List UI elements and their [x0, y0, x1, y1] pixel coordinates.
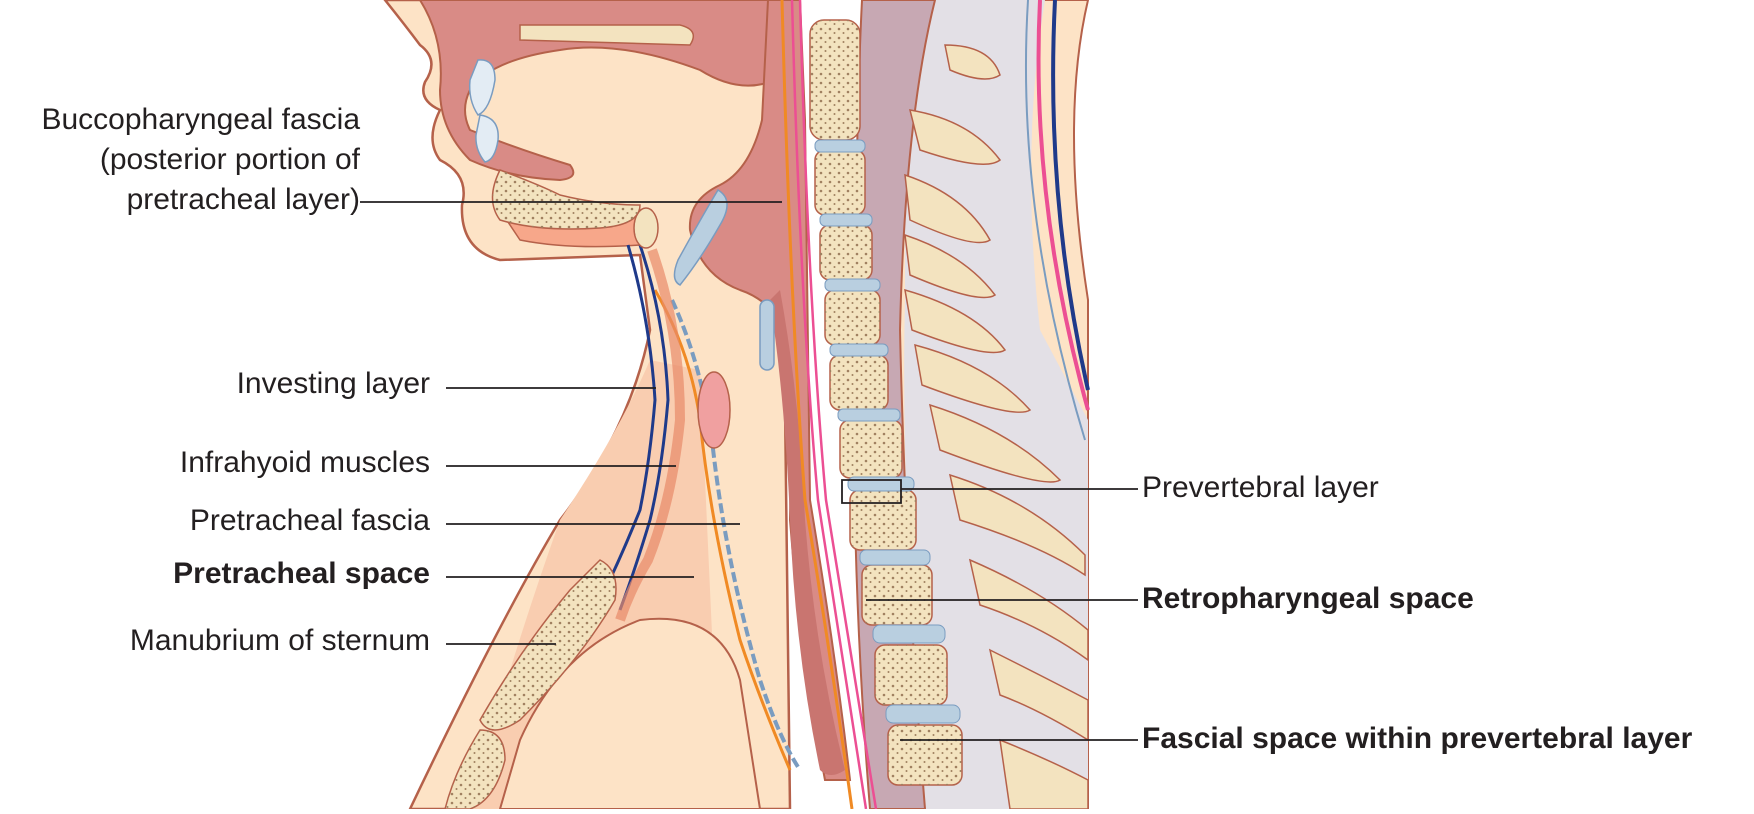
investing-layer-and-infrahyoid-muscles [598, 244, 686, 622]
label-pretracheal-fascia: Pretracheal fascia [189, 504, 430, 537]
cervical-vertebrae [809, 19, 963, 786]
spinous-processes [904, 44, 1089, 810]
label-retropharyngeal-space: Retropharyngeal space [1142, 582, 1474, 615]
label-pretracheal-space: Pretracheal space [173, 557, 430, 590]
label-fascial-space-within-prevertebral-layer: Fascial space within prevertebral layer [1142, 722, 1693, 755]
label-buccopharyngeal-line-2: (posterior portion of [99, 143, 360, 176]
hyoid-and-epiglottis [633, 188, 728, 286]
label-investing-layer: Investing layer [236, 367, 430, 400]
teeth [468, 59, 499, 163]
label-buccopharyngeal-fascia: Buccopharyngeal fascia (posterior portio… [0, 100, 360, 220]
label-buccopharyngeal-line-3: pretracheal layer) [126, 183, 360, 216]
leader-lines [360, 201, 1138, 741]
label-prevertebral-layer: Prevertebral layer [1142, 471, 1379, 504]
pharynx [688, 0, 852, 781]
pretracheal-fascia-and-trachea [653, 289, 802, 772]
mandible [491, 169, 641, 230]
label-infrahyoid-muscles: Infrahyoid muscles [179, 446, 430, 479]
leader-prevertebral-layer [841, 479, 1138, 504]
manubrium-of-sternum [444, 559, 617, 810]
prevertebral-fascia-lines [780, 0, 878, 810]
label-manubrium-of-sternum: Manubrium of sternum [129, 624, 430, 657]
label-buccopharyngeal-line-1: Buccopharyngeal fascia [41, 103, 360, 136]
